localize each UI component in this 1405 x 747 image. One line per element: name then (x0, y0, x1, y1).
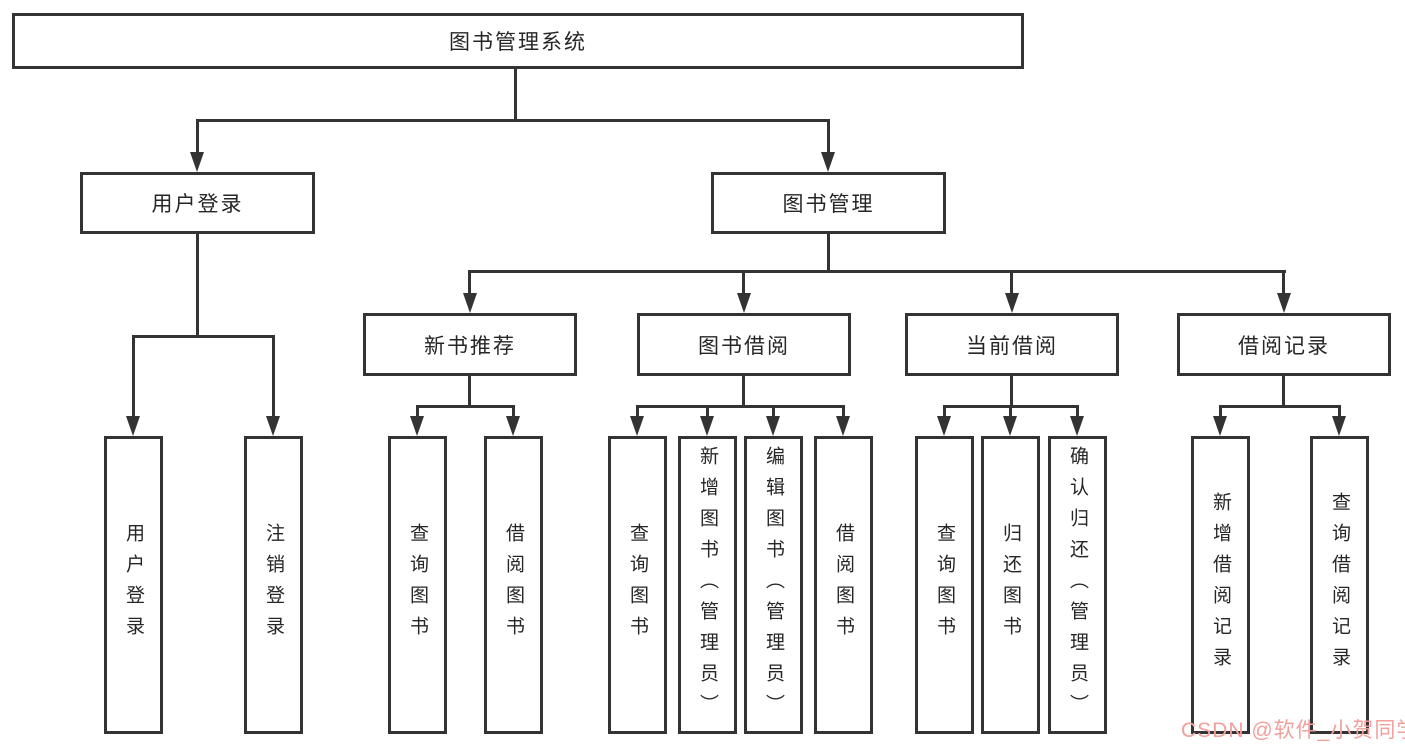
leaf-current-confirm-return-admin: 确认归还（管理员） (1048, 436, 1107, 734)
leaf-borrow-query-books: 查询图书 (608, 436, 667, 734)
arrow-down-icon (1070, 416, 1084, 436)
watermark: CSDN @软件_小贺同学 (1181, 719, 1405, 742)
connector-line (1010, 376, 1013, 407)
connector-line (416, 405, 515, 408)
arrow-down-icon (190, 152, 204, 172)
connector-line (1219, 408, 1222, 417)
connector-line (706, 408, 709, 417)
connector-line (514, 69, 517, 122)
node-library-system: 图书管理系统 (12, 13, 1024, 69)
node-book-borrow: 图书借阅 (637, 313, 851, 376)
arrow-down-icon (821, 152, 835, 172)
connector-line (636, 408, 639, 417)
leaf-records-add-record: 新增借阅记录 (1191, 436, 1250, 734)
connector-line (772, 408, 775, 417)
arrow-down-icon (266, 416, 280, 436)
leaf-logout-login: 注销登录 (244, 436, 303, 734)
node-new-book-recommend: 新书推荐 (363, 313, 577, 376)
connector-line (827, 234, 830, 273)
connector-line (1282, 273, 1285, 294)
leaf-records-query-record: 查询借阅记录 (1310, 436, 1369, 734)
leaf-borrow-edit-books-admin: 编辑图书（管理员） (744, 436, 803, 734)
arrow-down-icon (737, 293, 751, 313)
connector-line (196, 234, 199, 336)
connector-line (842, 408, 845, 417)
connector-line (1076, 408, 1079, 417)
arrow-down-icon (1332, 416, 1346, 436)
leaf-current-return-books: 归还图书 (981, 436, 1040, 734)
leaf-borrow-borrow-books: 借阅图书 (814, 436, 873, 734)
connector-line (468, 273, 471, 294)
arrow-down-icon (836, 416, 850, 436)
leaf-borrow-add-books-admin: 新增图书（管理员） (678, 436, 737, 734)
arrow-down-icon (700, 416, 714, 436)
connector-line (827, 122, 830, 153)
connector-line (512, 408, 515, 417)
connector-line (132, 335, 275, 338)
connector-line (196, 119, 830, 122)
connector-line (1219, 405, 1341, 408)
arrow-down-icon (463, 293, 477, 313)
arrow-down-icon (1277, 293, 1291, 313)
connector-line (943, 408, 946, 417)
connector-line (742, 273, 745, 294)
arrow-down-icon (1003, 416, 1017, 436)
connector-line (943, 405, 1079, 408)
connector-line (1010, 273, 1013, 294)
connector-line (272, 338, 275, 416)
connector-line (1282, 376, 1285, 407)
node-user-login: 用户登录 (80, 172, 315, 234)
connector-line (132, 338, 135, 416)
leaf-recommend-borrow-books: 借阅图书 (484, 436, 543, 734)
arrow-down-icon (126, 416, 140, 436)
arrow-down-icon (1005, 293, 1019, 313)
node-current-borrow: 当前借阅 (905, 313, 1119, 376)
connector-line (1338, 408, 1341, 417)
leaf-user-login: 用户登录 (104, 436, 163, 734)
connector-line (468, 376, 471, 407)
connector-line (1009, 408, 1012, 417)
arrow-down-icon (766, 416, 780, 436)
arrow-down-icon (506, 416, 520, 436)
arrow-down-icon (937, 416, 951, 436)
connector-line (468, 270, 1286, 273)
arrow-down-icon (630, 416, 644, 436)
node-book-management: 图书管理 (711, 172, 946, 234)
arrow-down-icon (1213, 416, 1227, 436)
leaf-recommend-query-books: 查询图书 (388, 436, 447, 734)
connector-line (416, 408, 419, 417)
connector-line (742, 376, 745, 407)
arrow-down-icon (410, 416, 424, 436)
node-borrow-records: 借阅记录 (1177, 313, 1391, 376)
connector-line (196, 122, 199, 153)
leaf-current-query-books: 查询图书 (915, 436, 974, 734)
connector-line (636, 405, 845, 408)
